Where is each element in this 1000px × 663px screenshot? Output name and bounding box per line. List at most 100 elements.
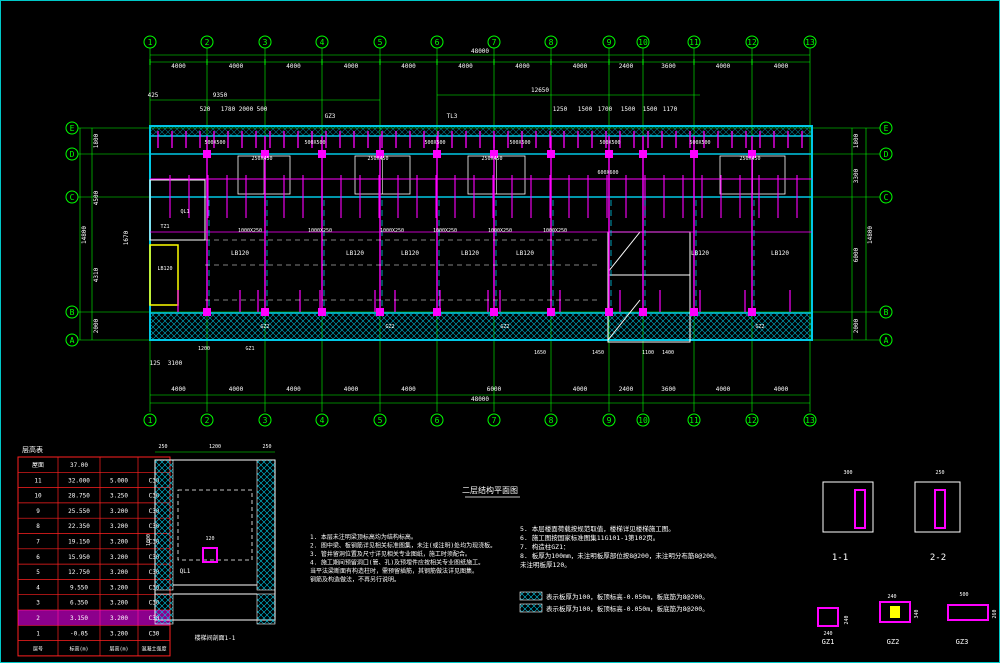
section-2-2-label: 2-2 [930,553,946,563]
axis-label-right: D [884,150,889,159]
dim-spacing-top: 4000 [286,63,301,70]
note-left: 3. 管井留洞位置及尺寸详见相关专业图纸，施工时须配合。 [310,550,471,558]
gz3-box [947,604,989,621]
axis-bubble-top [803,35,817,49]
beam-tag-500: 500X500 [424,140,445,146]
dim-1400: 1400 [662,350,674,356]
dim-520: 520 [200,106,211,113]
dim-spacing-bottom: 4000 [716,386,731,393]
axis-bubble-right [879,305,893,319]
dim-spacing-top: 4000 [171,63,186,70]
dim-spacing-top: 2400 [619,63,634,70]
column-d [547,150,555,158]
section-dim-250a: 250 [158,444,167,450]
note-left: 2. 图中梁、板钢筋详见相关标准图集，未注(或注明)处均为现浇板。 [310,542,496,550]
legend-text: 表示板厚为100，板顶标高-0.050m，板底筋为8@200。 [546,604,709,613]
dim-spacing-top: 3600 [661,63,676,70]
note-right: 8. 板厚为100mm，未注明板厚部位按8@200，未注明分布筋8@200。 [520,551,720,560]
label-gz2-b: GZ2 [385,324,394,330]
label-gz2-d: GZ2 [755,324,764,330]
plan-title: 二层结构平面图 [462,485,518,495]
axis-label-left: B [70,308,75,317]
dim-spacing-bottom: 4000 [344,386,359,393]
gz3-label: GZ3 [956,638,969,646]
beam-tag-1000: 1000X250 [380,228,404,234]
floor-table-cell: 7 [36,539,40,546]
axis-label-right: E [884,124,889,133]
floor-table-cell: 3.150 [70,615,88,622]
section-label-ql1: QL1 [180,568,191,575]
axis-bubble-top [602,35,616,49]
axis-bubble-left [65,147,79,161]
axis-bubble-bottom [745,413,759,427]
dim-spacing-top: 4000 [573,63,588,70]
column-d [639,150,647,158]
dim-total-bottom: 48000 [471,396,489,403]
floor-table-cell: C30 [149,493,160,500]
slab-tag: LB120 [771,250,789,257]
note-right: 5. 本层楼面荷载按规范取值，楼梯详见楼梯施工图。 [520,524,675,533]
floor-table-cell: 1 [36,630,40,637]
floor-table-cell: 3 [36,600,40,607]
axis-label-top: 4 [320,38,325,47]
section-1-1-label: 1-1 [832,553,848,563]
axis-label-right: A [884,336,889,345]
dim-spacing-top: 4000 [515,63,530,70]
column-d [433,150,441,158]
dim-spacing-top: 4000 [229,63,244,70]
dim-right-2000: 2000 [853,318,860,333]
floor-table-cell: C30 [149,600,160,607]
beam-tag-500: 500X500 [304,140,325,146]
dim-spacing-bottom: 4000 [573,386,588,393]
axis-label-top: 8 [549,38,554,47]
gz1-box [817,607,839,627]
column-b [748,308,756,316]
slab-tag: LB120 [231,250,249,257]
column-d [490,150,498,158]
dim-spacing-bottom: 2400 [619,386,634,393]
dim-left-2000: 2000 [93,318,100,333]
section-dim-250b: 250 [262,444,271,450]
dashed-lines [205,200,755,310]
floor-table-cell: C30 [149,508,160,515]
column-b [203,308,211,316]
slab-tag: LB120 [461,250,479,257]
axis-label-top: 5 [378,38,383,47]
beam-lines [150,131,812,316]
column-b [490,308,498,316]
axis-label-right: C [884,193,889,202]
floor-table-cell: 3.200 [110,615,128,622]
label-tz1: TZ1 [160,224,169,230]
axis-label-bottom: 11 [689,416,699,425]
legend-text: 表示板厚为100，板顶标高-0.050m，板底筋为8@200。 [546,592,709,601]
floor-table-cell: 4 [36,584,40,591]
floor-table-cell: C30 [149,554,160,561]
dim-spacing-top: 4000 [344,63,359,70]
beam-tag-600: 600X600 [597,170,618,176]
axis-label-left: A [70,336,75,345]
axis-bubble-bottom [430,413,444,427]
axis-bubble-right [879,333,893,347]
axis-label-top: 10 [638,38,648,47]
note-left: 1. 本层未注明梁顶标高均为结构标高。 [310,533,417,541]
dim-spacing-bottom: 4000 [229,386,244,393]
stair-room [149,179,206,241]
hatched-slab-band [150,313,812,339]
axis-label-top: 13 [805,38,815,47]
column-d [376,150,384,158]
floor-table-cell: C30 [149,539,160,546]
axis-label-top: 7 [492,38,497,47]
floor-table-cell: 2 [36,615,40,622]
axis-label-top: 1 [148,38,153,47]
dim-125: 125 [150,360,161,367]
axis-bubble-top [544,35,558,49]
dim-spacing-bottom: 4000 [774,386,789,393]
dim-total-top: 48000 [471,48,489,55]
axis-label-top: 3 [263,38,268,47]
note-right: 未注明板厚120。 [520,560,571,569]
stair-diag-1 [607,231,641,273]
